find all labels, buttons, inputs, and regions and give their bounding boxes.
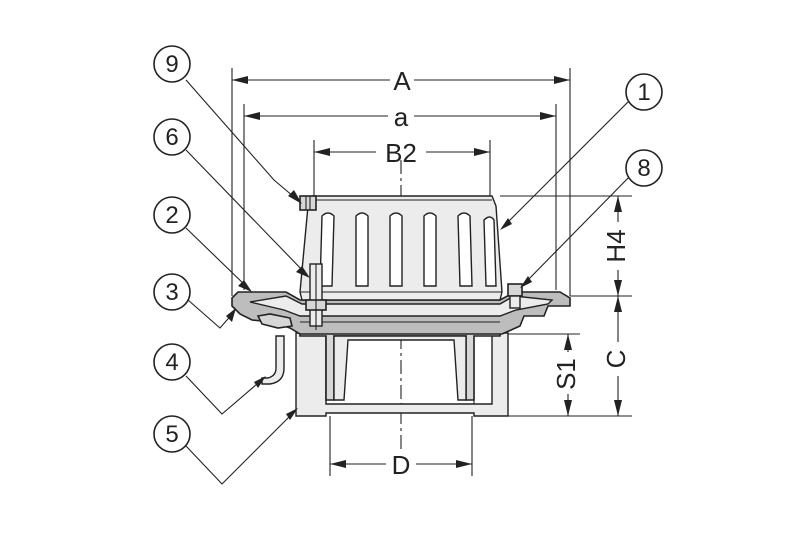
callout-3: 3 [153, 273, 191, 311]
dimension-S1: S1 [508, 333, 581, 416]
callout-8: 8 [625, 149, 663, 187]
grate-screw [507, 283, 523, 309]
funnel-inner [333, 335, 467, 401]
dimension-H4: H4 [500, 195, 632, 297]
leader-8 [521, 171, 635, 287]
callout-5: 5 [153, 415, 191, 453]
dim-label-a: a [394, 102, 409, 132]
callout-label: 9 [165, 51, 178, 78]
grate-slot [319, 212, 335, 287]
callout-2: 2 [153, 196, 191, 234]
leader-3 [187, 299, 235, 329]
callout-label: 3 [165, 279, 178, 306]
clamp-bolt [305, 263, 327, 330]
leader-5 [185, 409, 297, 485]
dimension-D: D [329, 416, 473, 480]
grate [299, 195, 503, 301]
dimension-a: a [243, 102, 557, 290]
dimension-A: A [231, 66, 571, 296]
callout-label: 6 [165, 124, 178, 151]
callout-6: 6 [153, 118, 191, 156]
dim-label-C: C [601, 350, 631, 369]
grate-slot [389, 212, 403, 287]
callout-4: 4 [153, 343, 191, 381]
leader-4 [185, 375, 265, 415]
leader-6 [185, 149, 307, 275]
clamp-ring [256, 313, 293, 329]
dim-label-A: A [393, 66, 411, 96]
dim-label-H4: H4 [601, 229, 631, 262]
callout-1: 1 [625, 73, 663, 111]
grate-slot [483, 216, 497, 287]
bent-pipe [261, 335, 285, 385]
dim-label-D: D [392, 450, 411, 480]
leader-2 [185, 227, 249, 289]
dim-label-S1: S1 [551, 358, 581, 390]
callout-label: 4 [165, 349, 178, 376]
callout-label: 2 [165, 202, 178, 229]
grate-slot [355, 212, 369, 287]
callout-label: 8 [637, 155, 650, 182]
grate-slot [457, 212, 473, 287]
dimension-C: C [508, 296, 632, 417]
callout-label: 1 [637, 79, 650, 106]
callout-9: 9 [153, 45, 191, 83]
flange-top-surface [249, 295, 554, 317]
top-screw [299, 195, 317, 211]
callout-label: 5 [165, 421, 178, 448]
dim-label-B2: B2 [385, 138, 417, 168]
leader-9 [185, 79, 301, 203]
grate-slot [423, 212, 437, 287]
dimension-B2: B2 [313, 138, 491, 196]
leader-1 [501, 95, 635, 229]
